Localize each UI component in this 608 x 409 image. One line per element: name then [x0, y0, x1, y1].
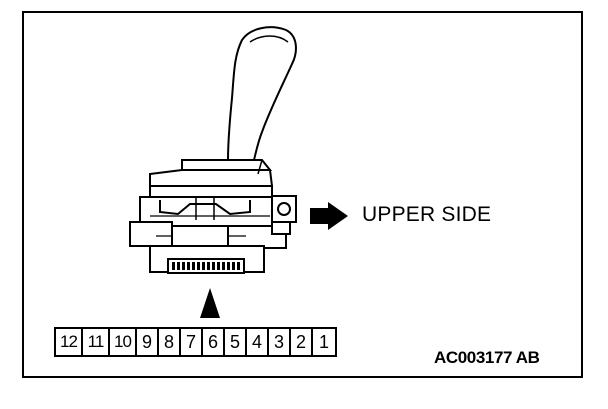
- pin-cell: 7: [181, 329, 203, 355]
- pin-cell: 9: [137, 329, 159, 355]
- pin-cell: 3: [269, 329, 291, 355]
- arrow-up-icon: [200, 288, 220, 318]
- pin-cell: 10: [110, 329, 137, 355]
- pin-cell: 6: [203, 329, 225, 355]
- pin-cell: 5: [225, 329, 247, 355]
- switch-lever: [226, 26, 297, 161]
- figure-id-label: AC003177 AB: [434, 348, 540, 367]
- pin-cell: 12: [56, 329, 83, 355]
- figure-frame: [22, 11, 583, 378]
- switch-body: [129, 159, 297, 273]
- pin-cell: 11: [83, 329, 110, 355]
- arrow-right-icon: [310, 202, 348, 230]
- pin-cell: 8: [159, 329, 181, 355]
- upper-side-label: UPPER SIDE: [362, 203, 492, 226]
- pin-cell: 2: [291, 329, 313, 355]
- pin-cell: 4: [247, 329, 269, 355]
- connector-socket: [167, 258, 245, 274]
- pin-cell: 1: [318, 331, 329, 352]
- connector-pin-strip: 12 11 10 9 8 7 6 5 4 3 2 1: [54, 327, 337, 357]
